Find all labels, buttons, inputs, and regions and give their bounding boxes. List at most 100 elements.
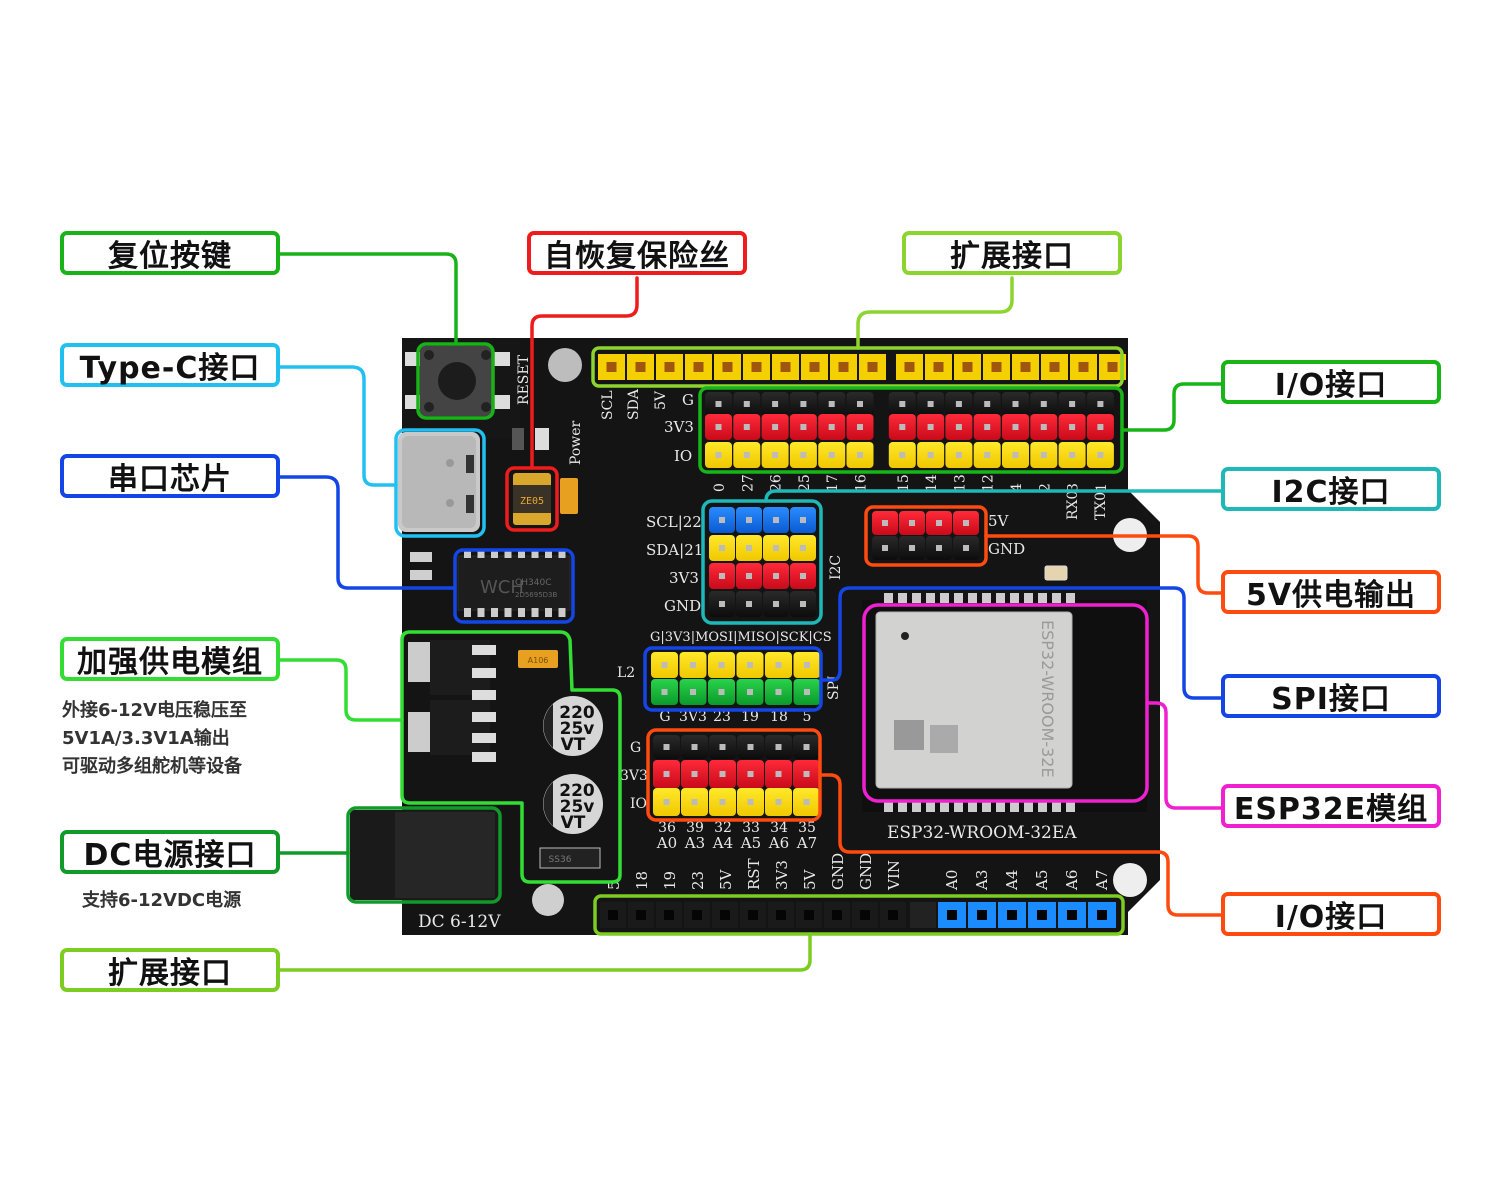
socket-hole (720, 910, 730, 920)
callout-expansion-bottom: 扩展接口 (60, 948, 280, 992)
io-pin-label: 17 (825, 474, 841, 492)
highlight-5v (864, 505, 988, 567)
spi-pin-label: 3V3 (679, 709, 707, 725)
io-pin-label: 3 (1066, 483, 1082, 492)
pin (828, 424, 835, 430)
pin (775, 662, 782, 668)
bottom-pin-label: A7 (1093, 870, 1111, 891)
pin (663, 771, 670, 777)
pin (772, 401, 779, 407)
highlight-esp32 (862, 603, 1149, 803)
socket-hole (780, 362, 791, 372)
module-pin (940, 802, 949, 812)
pin (772, 424, 779, 430)
silk-i2c: I2C (828, 555, 844, 580)
io-header-top[interactable] (705, 392, 1114, 468)
pin (690, 689, 696, 695)
chip-pin (545, 608, 552, 617)
pin (800, 401, 807, 407)
pin (857, 401, 863, 407)
leader-spi (819, 586, 1224, 700)
callout-i2c: I2C接口 (1221, 467, 1441, 511)
socket-hole (947, 910, 957, 920)
cap-marking: A106 (528, 656, 549, 665)
module-pin (926, 593, 935, 603)
highlight-i2c (701, 499, 823, 625)
module-pin (884, 802, 893, 812)
type-c-port[interactable] (398, 432, 480, 532)
spi-header[interactable] (651, 652, 821, 705)
chip-brand: WCH (480, 577, 524, 598)
bottom-pin-label: 5V (717, 868, 735, 890)
smd-led (1044, 565, 1068, 581)
module-pin (1024, 802, 1033, 812)
pin (1012, 452, 1019, 458)
leader-power (278, 658, 404, 722)
socket-hole (962, 362, 973, 372)
mounting-hole (1113, 863, 1147, 897)
diode-marking: SS36 (549, 855, 572, 865)
socket-hole (1020, 362, 1031, 372)
dc-barrel-jack[interactable] (350, 810, 498, 900)
highlight-power-module (400, 630, 622, 884)
module-pin (1052, 802, 1061, 812)
pin (719, 799, 726, 805)
socket-hole (608, 910, 618, 920)
header-gap (910, 902, 936, 928)
socket-hole (722, 362, 733, 372)
pin (715, 452, 722, 458)
electrolytic-capacitor-2: 220 25v VT (543, 774, 603, 834)
io-header-bottom[interactable] (653, 735, 820, 816)
module-pin (912, 593, 921, 603)
bottom-pin-label: A3 (973, 870, 991, 891)
cap-value: 220 (559, 703, 595, 723)
i2c-header[interactable] (709, 507, 816, 617)
silk-3v3: 3V3 (664, 418, 694, 436)
module-pin (940, 593, 949, 603)
highlight-serial (453, 548, 575, 624)
pin (719, 744, 726, 750)
pin (800, 545, 806, 551)
module-pin (1052, 593, 1061, 603)
module-pin (1038, 593, 1047, 603)
module-pin (968, 593, 977, 603)
note-power-module: 外接6-12V电压稳压至 5V1A/3.3V1A输出 可驱动多组舵机等设备 (62, 697, 247, 781)
silk-iob-3v3: 3V3 (620, 768, 648, 784)
power-5v-header[interactable] (872, 511, 979, 560)
pin (936, 520, 942, 526)
pin (772, 452, 779, 458)
socket-hole (1037, 910, 1047, 920)
io-pin-label: 2 (1037, 483, 1053, 492)
pin (746, 545, 752, 551)
pin (773, 573, 779, 579)
module-pin (996, 802, 1005, 812)
chip-pin (464, 608, 471, 617)
mounting-hole (548, 348, 582, 382)
bottom-expansion-header[interactable] (600, 902, 1116, 928)
cap-voltage: 25v (560, 797, 595, 817)
module-shield-text: ESP32-WROOM-32E (1038, 620, 1057, 778)
note-line-1: 外接6-12V电压稳压至 (62, 700, 247, 721)
chip-pin (491, 549, 498, 558)
pin (1069, 424, 1076, 430)
socket-hole (751, 362, 762, 372)
pin (984, 452, 991, 458)
pin (719, 517, 725, 523)
pin (800, 424, 807, 430)
pin (773, 517, 779, 523)
top-expansion-header[interactable] (598, 354, 1126, 380)
pin (661, 689, 668, 695)
power-led (535, 428, 549, 450)
spi-pin-label: 18 (770, 709, 788, 725)
pin (936, 545, 942, 551)
socket-hole (664, 362, 675, 372)
pin (718, 689, 725, 695)
silk-io: IO (674, 447, 692, 465)
module-pin (996, 593, 1005, 603)
pin (899, 401, 906, 407)
module-pin (1010, 593, 1019, 603)
pin (803, 744, 810, 750)
fuse-marking: ZE05 (520, 496, 544, 507)
socket-hole (693, 362, 704, 372)
module-pin (968, 802, 977, 812)
